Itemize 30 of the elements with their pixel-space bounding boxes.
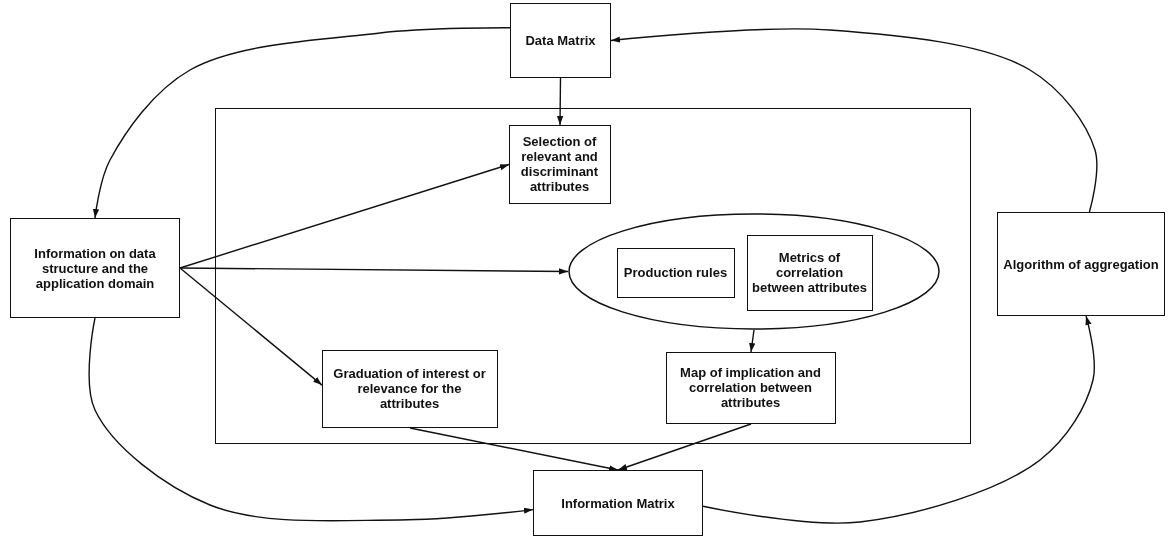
box-label: Production rules [622,265,729,280]
group-frame [215,108,971,444]
arrow [88,317,534,522]
box-label: Selection of relevant and discriminant attributes [519,134,600,194]
arrow [92,27,511,219]
arrow [610,28,1098,213]
process-box [508,124,611,204]
process-box [616,247,735,298]
box-label: Algorithm of aggregation [1002,256,1160,272]
process-box [533,470,703,536]
box-label: Information Matrix [560,495,676,511]
process-box [10,218,180,318]
arrow [179,267,323,386]
process-box [997,212,1165,316]
process-box [746,234,873,311]
box-label: Metrics of correlation between attributes [751,250,868,295]
process-box [665,351,836,424]
arrow [409,427,619,472]
arrow [749,329,756,353]
box-label: Information on data structure and the application domain [33,245,157,291]
arrow [179,267,569,275]
arrow [179,163,510,269]
box-label: Graduation of interest or relevance for the attributes [332,366,487,411]
box-label: Map of implication and correlation between attributes [679,365,822,410]
process-box [510,3,611,78]
process-box [321,349,498,428]
ellipse-outline [567,212,940,330]
box-label: Data Matrix [524,33,597,48]
arrow [702,315,1095,524]
arrow [556,77,564,126]
